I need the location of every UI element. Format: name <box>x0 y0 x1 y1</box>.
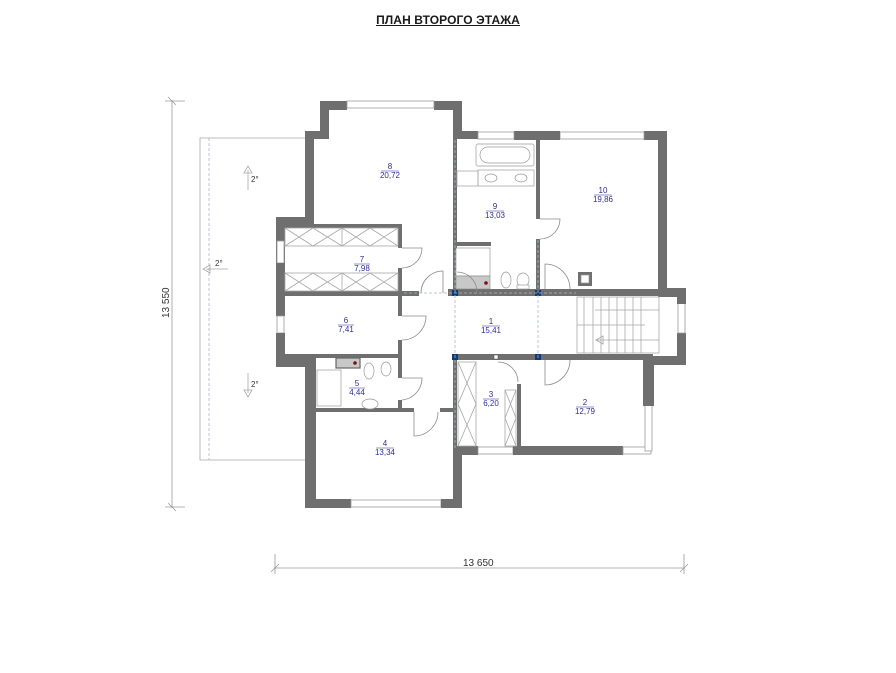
slope-marker-down: 2° <box>243 373 259 398</box>
svg-text:10: 10 <box>599 186 608 195</box>
room-label-5: 5 4,44 <box>349 379 365 397</box>
svg-text:4,44: 4,44 <box>349 388 365 397</box>
corridor-guides <box>404 140 576 450</box>
exterior-walls <box>276 100 686 508</box>
svg-text:2°: 2° <box>251 175 259 184</box>
svg-text:2: 2 <box>583 398 588 407</box>
room-label-1: 1 15,41 <box>481 317 502 335</box>
bathroom-9-fixtures <box>455 143 535 290</box>
wardrobe-room-3 <box>457 361 517 447</box>
svg-text:9: 9 <box>493 202 498 211</box>
bathroom-5-fixtures <box>316 357 392 410</box>
svg-text:6,20: 6,20 <box>483 399 499 408</box>
dimension-height-label: 13 550 <box>161 287 172 318</box>
svg-text:12,79: 12,79 <box>575 407 596 416</box>
room-label-6: 6 7,41 <box>338 316 354 334</box>
svg-text:5: 5 <box>355 379 360 388</box>
svg-text:19,86: 19,86 <box>593 195 614 204</box>
staircase <box>576 296 660 354</box>
dimension-width: 13 650 <box>270 554 689 574</box>
svg-text:6: 6 <box>344 316 349 325</box>
svg-text:13,34: 13,34 <box>375 448 396 457</box>
columns <box>452 290 541 360</box>
room-label-9: 9 13,03 <box>485 202 506 220</box>
slope-marker-left: 2° <box>202 259 228 274</box>
room-label-4: 4 13,34 <box>375 439 396 457</box>
svg-text:3: 3 <box>489 390 494 399</box>
svg-text:7: 7 <box>360 255 365 264</box>
room-label-3: 3 6,20 <box>483 390 499 408</box>
svg-text:15,41: 15,41 <box>481 326 502 335</box>
svg-text:2°: 2° <box>251 380 259 389</box>
room-label-10: 10 19,86 <box>593 186 614 204</box>
dimension-width-label: 13 650 <box>463 558 494 569</box>
svg-text:1: 1 <box>489 317 494 326</box>
svg-text:8: 8 <box>388 162 393 171</box>
terrace <box>199 137 305 461</box>
wardrobe-room-7 <box>284 227 399 292</box>
svg-text:13,03: 13,03 <box>485 211 506 220</box>
svg-text:7,41: 7,41 <box>338 325 354 334</box>
svg-text:4: 4 <box>383 439 388 448</box>
svg-text:2°: 2° <box>215 259 223 268</box>
room-label-7: 7 7,98 <box>354 255 370 273</box>
room-label-8: 8 20,72 <box>380 162 401 180</box>
dimension-height: 13 550 <box>161 96 185 512</box>
slope-marker-up: 2° <box>243 165 259 190</box>
svg-text:7,98: 7,98 <box>354 264 370 273</box>
svg-text:20,72: 20,72 <box>380 171 401 180</box>
doors <box>401 218 571 437</box>
room-label-2: 2 12,79 <box>575 398 596 416</box>
plan-title: ПЛАН ВТОРОГО ЭТАЖА <box>376 13 520 27</box>
